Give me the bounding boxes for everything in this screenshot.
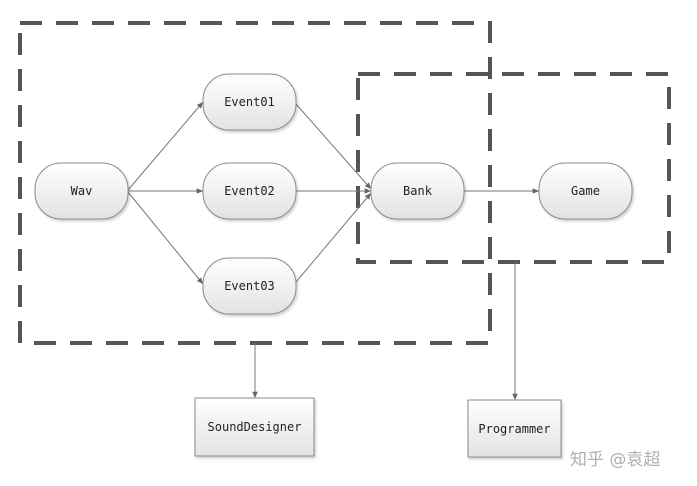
- node-game: Game: [538, 162, 633, 220]
- node-event03-label: Event03: [224, 279, 275, 293]
- node-sound-designer-label: SoundDesigner: [208, 420, 302, 434]
- watermark: 知乎 @袁超: [570, 450, 660, 470]
- node-event03: Event03: [202, 257, 297, 315]
- node-programmer-label: Programmer: [478, 422, 550, 436]
- programmer-scope: [356, 72, 671, 264]
- node-programmer: Programmer: [467, 399, 562, 458]
- edge-wav-event01: [127, 101, 204, 191]
- edge-wav-event03: [127, 191, 204, 285]
- node-event02-label: Event02: [224, 184, 275, 198]
- edge-event03-bank: [295, 192, 372, 283]
- node-event02: Event02: [202, 162, 297, 220]
- node-event01-label: Event01: [224, 95, 275, 109]
- node-game-label: Game: [571, 184, 600, 198]
- node-wav: Wav: [34, 162, 129, 220]
- node-wav-label: Wav: [71, 184, 93, 198]
- edges: [127, 101, 539, 400]
- edge-event01-bank: [295, 103, 372, 190]
- node-event01: Event01: [202, 73, 297, 131]
- node-bank-label: Bank: [403, 184, 433, 198]
- node-sound-designer: SoundDesigner: [194, 397, 315, 457]
- node-bank: Bank: [370, 162, 465, 220]
